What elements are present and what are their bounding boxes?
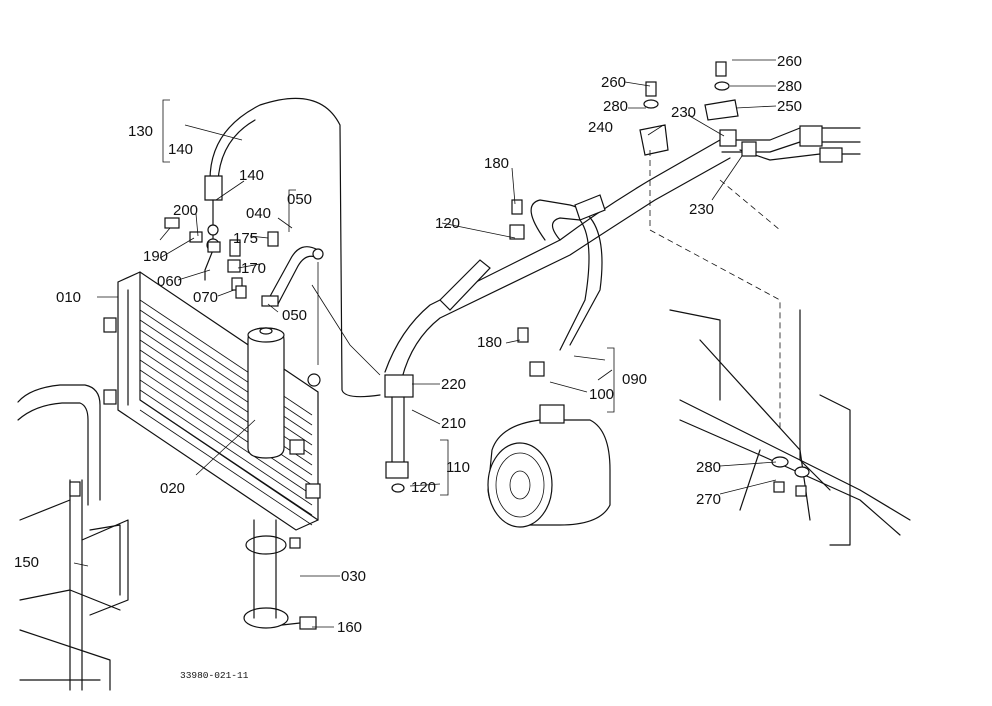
callout-240: 240 [588, 119, 613, 136]
callout-200: 200 [173, 202, 198, 219]
callout-210: 210 [441, 415, 466, 432]
callout-170: 170 [241, 260, 266, 277]
callout-140-left: 140 [168, 141, 193, 158]
callout-070: 070 [193, 289, 218, 306]
hose-040-050 [261, 246, 381, 376]
compressor [487, 361, 611, 528]
callout-280-lower: 280 [696, 459, 721, 476]
callout-280-right: 280 [777, 78, 802, 95]
callout-030: 030 [341, 568, 366, 585]
callout-120-lower: 120 [411, 479, 436, 496]
condenser-fin [139, 369, 313, 486]
condenser-fin [139, 409, 313, 526]
callout-230-upper: 230 [671, 104, 696, 121]
callout-230-lower: 230 [689, 201, 714, 218]
bracket-assembly [243, 519, 317, 630]
callout-270: 270 [696, 491, 721, 508]
callout-050-lower: 050 [282, 307, 307, 324]
callout-040: 040 [246, 205, 271, 222]
condenser-fin [139, 359, 313, 476]
condenser-fin [139, 399, 313, 516]
callout-100: 100 [589, 386, 614, 403]
callout-010: 010 [56, 289, 81, 306]
callout-120-upper: 120 [435, 215, 460, 232]
receiver-drier [247, 327, 285, 459]
drawing-code: 33980-021-11 [180, 670, 249, 681]
frame-left [17, 384, 129, 691]
callout-190: 190 [143, 248, 168, 265]
callout-250: 250 [777, 98, 802, 115]
callout-150: 150 [14, 554, 39, 571]
callout-180-upper: 180 [484, 155, 509, 172]
callout-050-upper: 050 [287, 191, 312, 208]
frame-right [669, 309, 911, 546]
callout-140-upper: 140 [239, 167, 264, 184]
callout-175: 175 [233, 230, 258, 247]
right-pipes [639, 61, 861, 430]
callout-260-left: 260 [601, 74, 626, 91]
callout-020: 020 [160, 480, 185, 497]
callout-260-right: 260 [777, 53, 802, 70]
fittings-cluster [164, 217, 279, 299]
callout-220: 220 [441, 376, 466, 393]
callout-180-lower: 180 [477, 334, 502, 351]
callout-labels: 010 020 030 040 050 050 060 070 090 100 … [14, 53, 802, 681]
condenser-fin [139, 379, 313, 496]
callout-060: 060 [157, 273, 182, 290]
group-brackets [162, 99, 615, 496]
main-hoses [384, 139, 731, 493]
callout-130: 130 [128, 123, 153, 140]
callout-110: 110 [446, 459, 470, 476]
callout-160: 160 [337, 619, 362, 636]
leader-lines [73, 59, 777, 628]
callout-280-left: 280 [603, 98, 628, 115]
callout-090: 090 [622, 371, 647, 388]
